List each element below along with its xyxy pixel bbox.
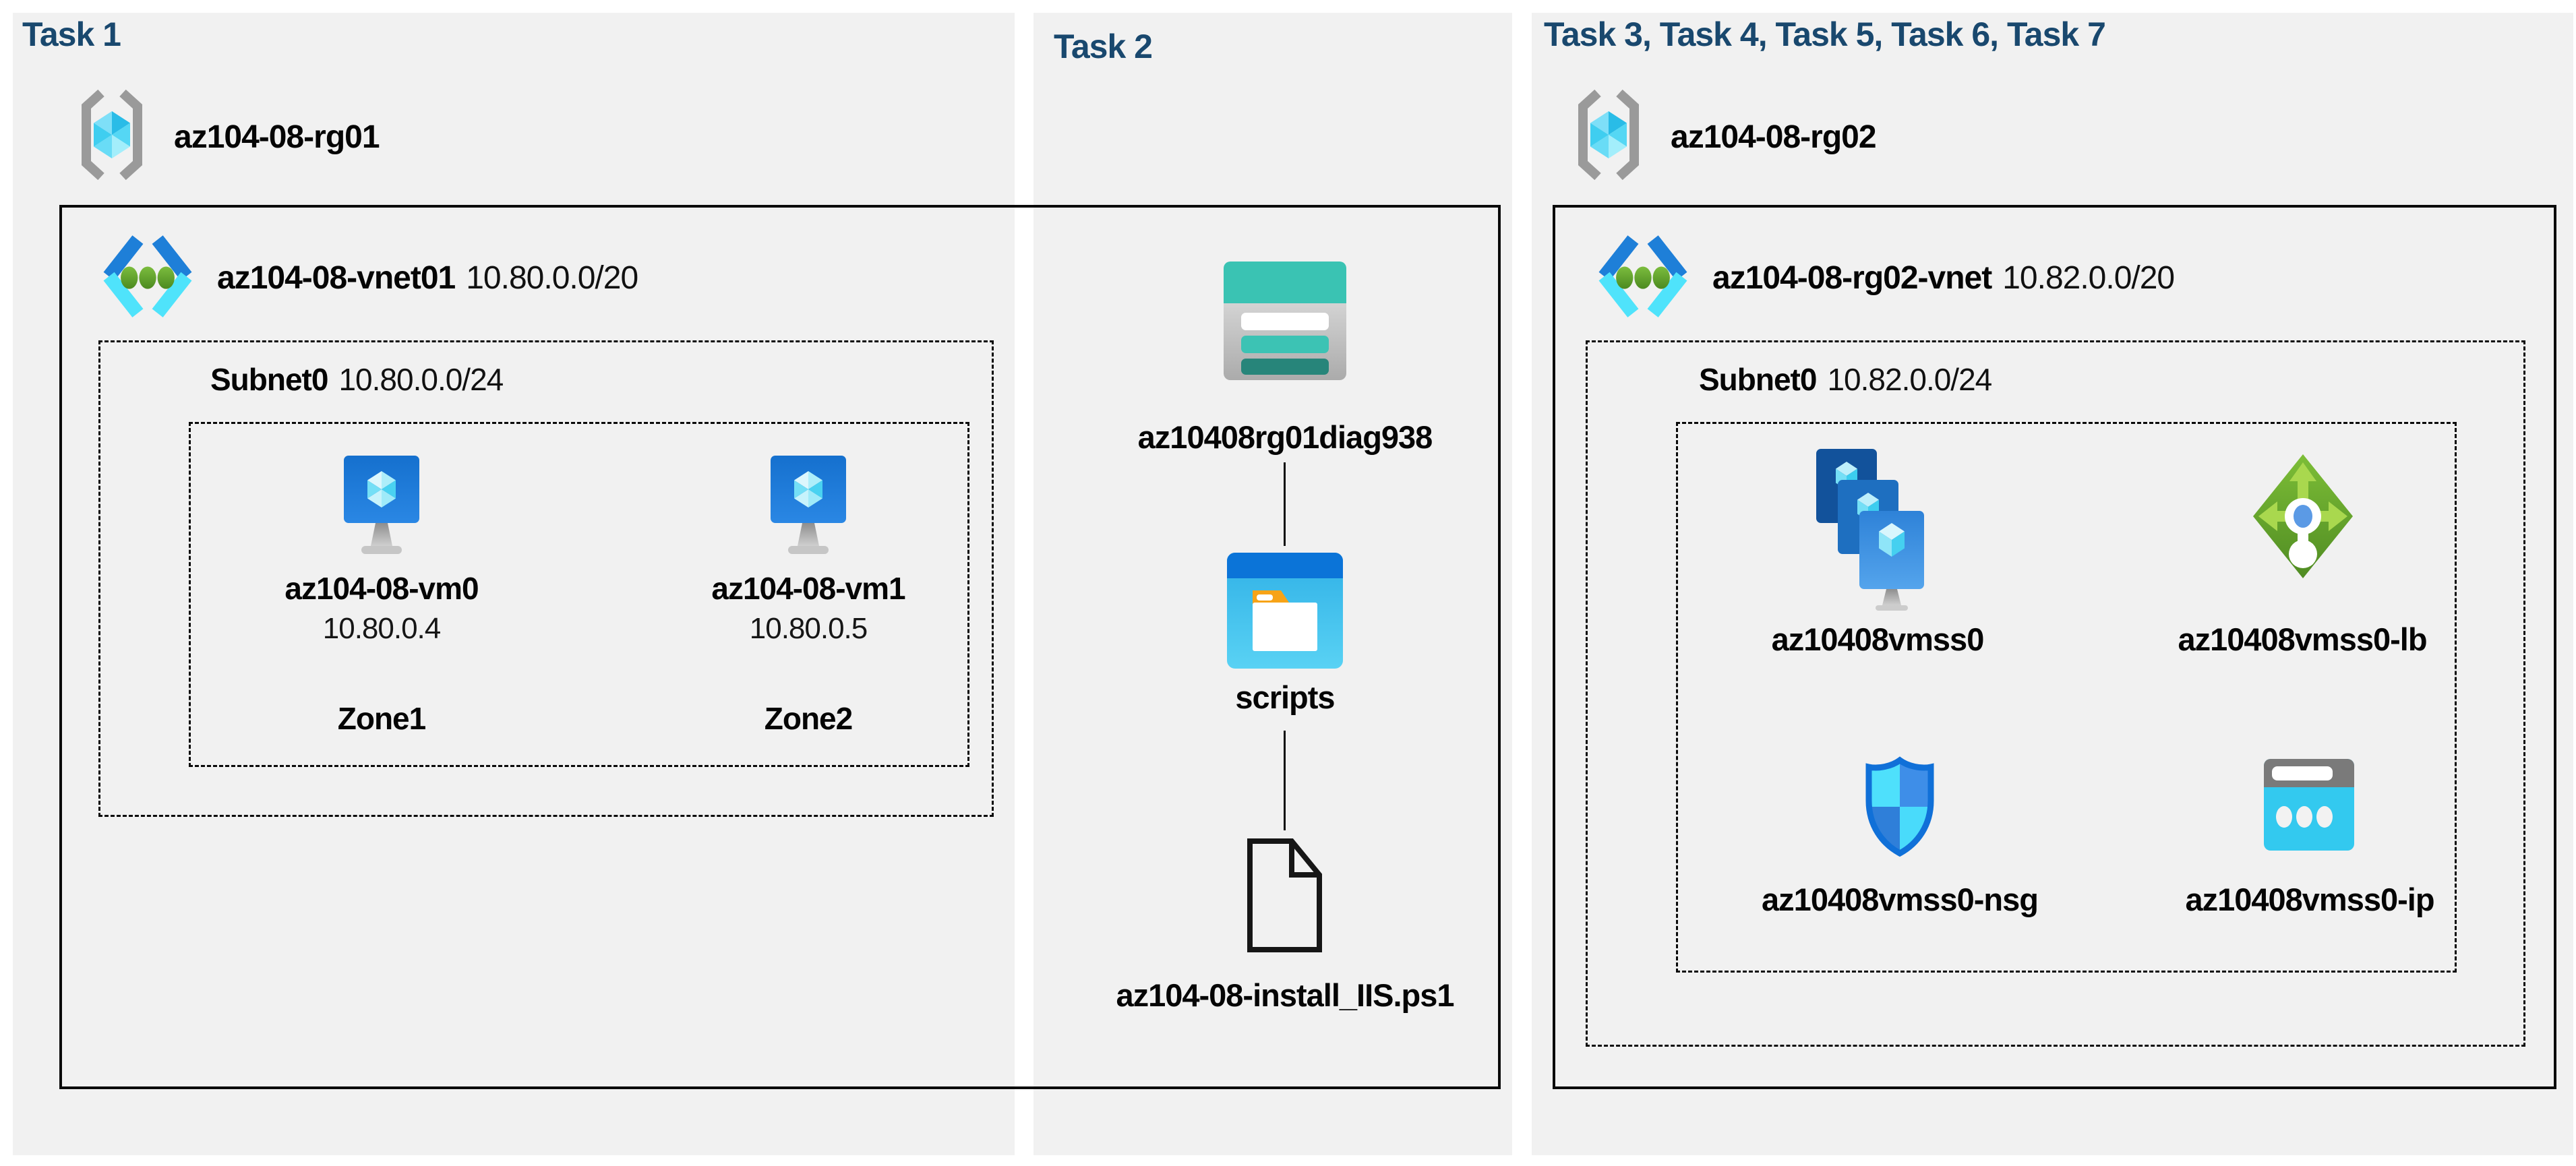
connector-line [1284, 731, 1286, 830]
resource-group-name: az104-08-rg02 [1671, 119, 1877, 155]
storage-account-name: az10408rg01diag938 [1137, 419, 1433, 455]
subnet-cidr: 10.82.0.0/24 [1827, 362, 1992, 397]
virtual-machine-icon [771, 456, 846, 562]
vm-ip: 10.80.0.4 [322, 612, 442, 645]
vnet-cidr: 10.82.0.0/20 [2002, 260, 2175, 296]
connector-line [1284, 462, 1286, 546]
script-file-icon [1245, 837, 1325, 954]
vmss-resources-box [1676, 422, 2457, 973]
task1-title: Task 1 [22, 16, 121, 53]
resource-group-icon [1571, 88, 1646, 182]
public-ip-icon [2264, 759, 2354, 851]
availability-zone-box [189, 422, 969, 767]
vm-zone: Zone1 [337, 701, 426, 736]
virtual-network-icon [98, 228, 197, 329]
vnet2-boundary-box [1553, 205, 2556, 1089]
subnet2-label: Subnet0 10.82.0.0/24 [1699, 362, 1992, 397]
subnet-name: Subnet0 [1699, 362, 1817, 397]
task1-panel [13, 13, 1015, 1155]
nsg-name: az10408vmss0-nsg [1762, 882, 2039, 917]
vnet-name: az104-08-vnet01 [217, 260, 456, 296]
vnet1-label: az104-08-vnet01 10.80.0.0/20 [217, 262, 638, 295]
script-file-name: az104-08-install_IIS.ps1 [1116, 977, 1454, 1013]
task3-title: Task 3, Task 4, Task 5, Task 6, Task 7 [1544, 16, 2106, 53]
subnet-cidr: 10.80.0.0/24 [338, 362, 504, 397]
resource-group-icon [74, 88, 150, 182]
task3-panel [1532, 13, 2573, 1155]
vnet1-boundary-box [59, 205, 1501, 1089]
network-security-group-icon [1861, 756, 1939, 857]
public-ip-name: az10408vmss0-ip [2185, 882, 2434, 917]
vm-zone: Zone2 [764, 701, 853, 736]
subnet1-label: Subnet0 10.80.0.0/24 [210, 362, 504, 397]
load-balancer-name: az10408vmss0-lb [2178, 621, 2427, 657]
storage-account-icon [1224, 262, 1346, 380]
subnet2-box [1586, 340, 2525, 1047]
subnet1-box [98, 340, 994, 817]
vnet-cidr: 10.80.0.0/20 [466, 260, 638, 296]
subnet-name: Subnet0 [210, 362, 328, 397]
vm-name: az104-08-vm0 [284, 571, 479, 606]
vnet-name: az104-08-rg02-vnet [1712, 260, 1992, 296]
vmss-name: az10408vmss0 [1771, 621, 1985, 657]
virtual-machine-icon [344, 456, 419, 562]
task2-title: Task 2 [1054, 28, 1153, 65]
vm-name: az104-08-vm1 [711, 571, 905, 606]
blob-container-icon [1227, 553, 1343, 669]
load-balancer-icon [2252, 453, 2354, 580]
blob-container-name: scripts [1235, 679, 1335, 715]
vnet2-label: az104-08-rg02-vnet 10.82.0.0/20 [1712, 260, 2175, 296]
virtual-network-icon [1594, 228, 1692, 329]
vm-scale-set-icon [1815, 448, 1940, 611]
vm-ip: 10.80.0.5 [749, 612, 868, 645]
resource-group-name: az104-08-rg01 [174, 119, 380, 155]
